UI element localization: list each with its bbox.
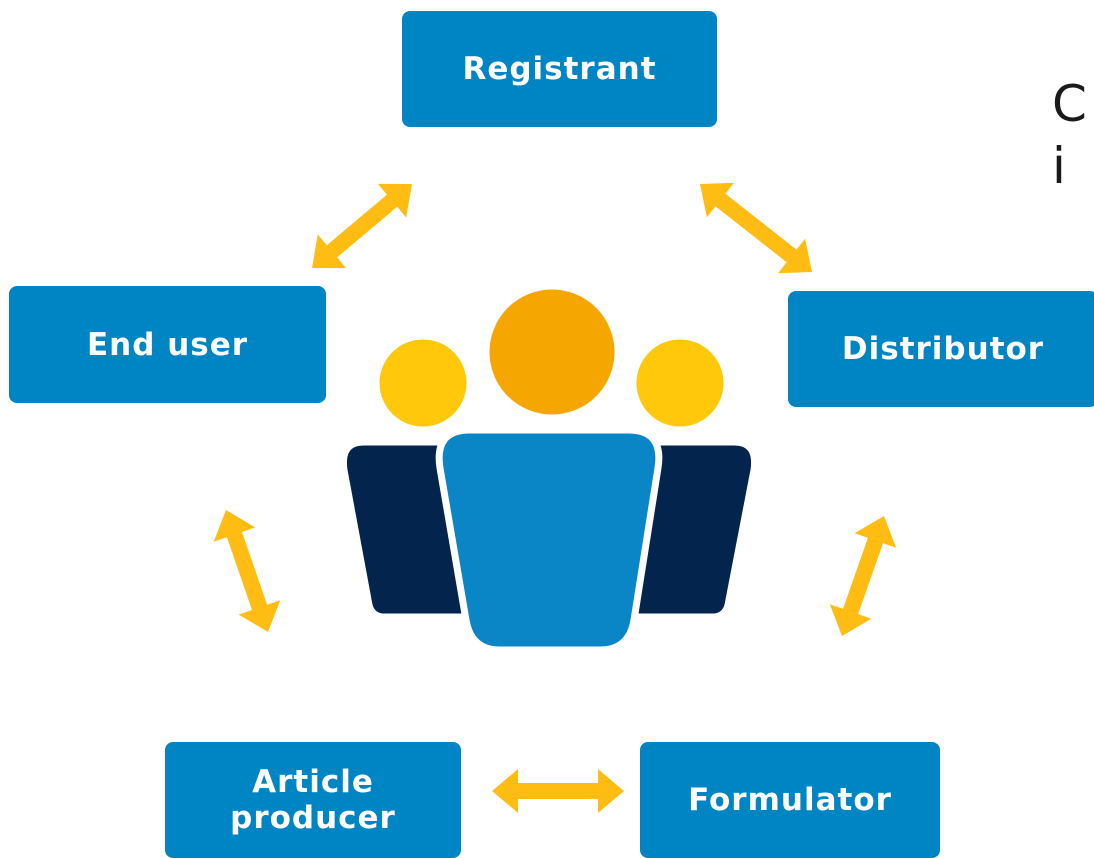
side-text-line-1: C [1052,75,1087,133]
arrow-registrant-enduser [312,183,412,269]
registrant-node: Registrant [402,11,717,127]
arrow-distributor-formulator [829,516,897,636]
side-text-line-2: i [1052,137,1066,195]
person-center-body [435,426,663,654]
distributor-node: Distributor [788,291,1094,407]
group-people-icon [339,282,759,654]
person-left-head [372,332,474,434]
arrow-article-formulator [492,769,624,813]
registrant-label: Registrant [462,51,657,87]
article-producer-node: Article producer [165,742,461,858]
end-user-node: End user [9,286,326,403]
formulator-node: Formulator [640,742,940,858]
formulator-label: Formulator [688,782,892,818]
person-right-head [629,332,731,434]
person-center-head [482,282,622,422]
distributor-label: Distributor [841,331,1045,367]
end-user-label: End user [86,326,249,363]
article-producer-label: Article producer [230,764,396,836]
arrow-enduser-article [213,510,281,632]
arrow-registrant-distributor [700,182,812,274]
